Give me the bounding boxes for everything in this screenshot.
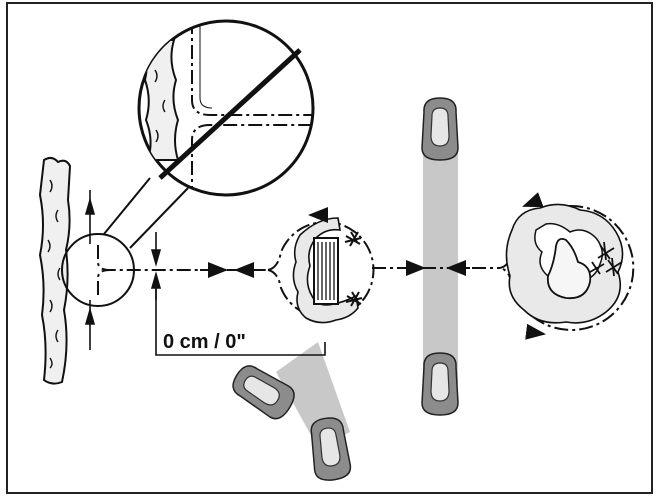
magnifier-connector [103, 177, 151, 235]
bench-icon [313, 237, 339, 305]
robotic-mower-icon [421, 97, 459, 161]
clearance-arrows-tree [84, 190, 96, 350]
mower-path-shade-vertical [423, 140, 458, 385]
robotic-mower-icon [421, 352, 459, 416]
plant-icon [344, 231, 362, 247]
island-loop-bench [267, 217, 375, 324]
pond-icon [546, 237, 592, 300]
plant-icon [345, 291, 363, 307]
magnifier-icon [137, 19, 315, 197]
guide-wire [97, 245, 500, 295]
wire-direction-arrows [200, 192, 546, 340]
prohibition-slash-icon [158, 48, 302, 180]
dimension-arrows [150, 232, 326, 356]
magnifier-connector [129, 187, 189, 249]
plant-icon [589, 241, 623, 277]
hedge-icon [292, 217, 359, 324]
island-loop-pond [499, 203, 635, 331]
distance-label: 0 cm / 0" [163, 331, 246, 353]
tree-trunk-icon [38, 156, 72, 385]
